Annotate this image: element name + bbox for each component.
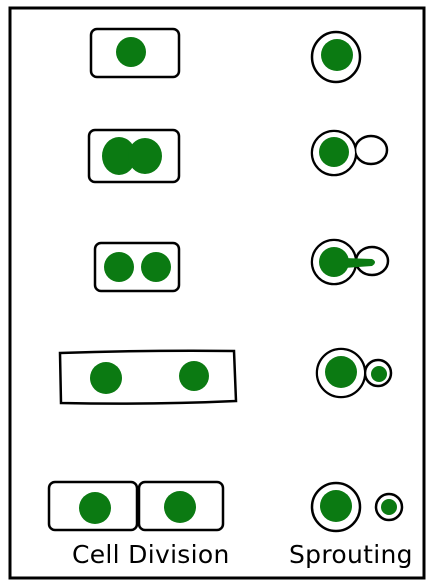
cell-nucleus bbox=[79, 492, 111, 524]
cell-nucleus bbox=[319, 137, 349, 167]
cell-nucleus bbox=[179, 361, 209, 391]
sprouting-label: Sprouting bbox=[289, 540, 413, 569]
cell-nucleus bbox=[164, 491, 196, 523]
cell-nucleus bbox=[325, 356, 357, 388]
cell-division-label: Cell Division bbox=[72, 540, 230, 569]
division-stage-2 bbox=[89, 130, 179, 182]
cell-nucleus bbox=[128, 138, 162, 174]
sprouting-stage-1 bbox=[312, 32, 360, 82]
cell-nucleus bbox=[104, 252, 134, 282]
cell-nucleus bbox=[116, 37, 146, 67]
cell-outline bbox=[60, 351, 236, 404]
cell-nucleus bbox=[320, 490, 352, 522]
division-stage-4 bbox=[60, 351, 236, 404]
bud-nucleus bbox=[371, 366, 387, 382]
bud-nucleus bbox=[381, 499, 397, 515]
division-stage-5 bbox=[49, 482, 223, 530]
division-stage-3 bbox=[95, 243, 179, 291]
division-stage-1 bbox=[91, 29, 179, 77]
cell-nucleus bbox=[321, 39, 353, 71]
cell-nucleus bbox=[141, 252, 171, 282]
cell-nucleus bbox=[90, 362, 122, 394]
bud-outline bbox=[355, 136, 387, 164]
